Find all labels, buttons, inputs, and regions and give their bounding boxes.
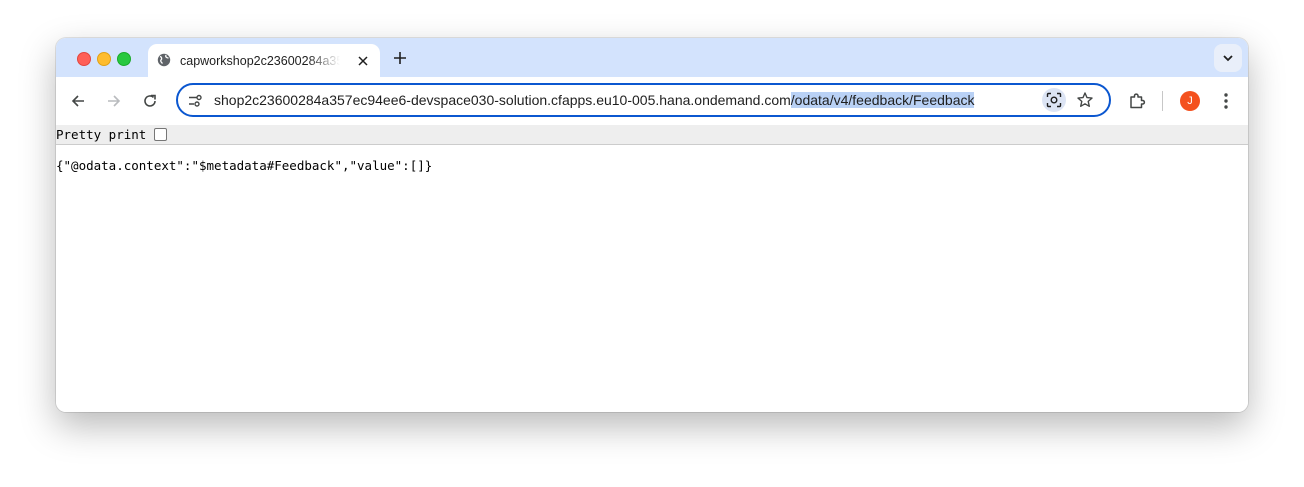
close-icon[interactable]	[357, 55, 369, 67]
page-content: {"@odata.context":"$metadata#Feedback","…	[56, 145, 1248, 412]
bookmark-star-icon[interactable]	[1076, 91, 1094, 109]
new-tab-icon[interactable]	[392, 50, 408, 66]
site-settings-icon[interactable]	[187, 93, 203, 109]
url-text[interactable]: shop2c23600284a357ec94ee6-devspace030-so…	[214, 85, 1036, 115]
json-response-text: {"@odata.context":"$metadata#Feedback","…	[56, 158, 433, 173]
address-bar[interactable]: shop2c23600284a357ec94ee6-devspace030-so…	[176, 83, 1111, 117]
toolbar-divider	[1162, 91, 1163, 111]
pretty-print-label: Pretty print	[56, 127, 147, 142]
pretty-print-bar: Pretty print	[56, 125, 1248, 145]
pretty-print-checkbox[interactable]	[154, 128, 167, 141]
tab-search-button[interactable]	[1214, 44, 1242, 72]
google-lens-button[interactable]	[1042, 88, 1066, 112]
forward-arrow-icon[interactable]	[105, 92, 123, 110]
url-host: shop2c23600284a357ec94ee6-devspace030-so…	[214, 92, 791, 108]
browser-window: capworkshop2c23600284a357ec94ee6-devspac…	[56, 38, 1248, 412]
back-arrow-icon[interactable]	[69, 92, 87, 110]
chevron-down-icon	[1223, 55, 1233, 62]
lens-icon	[1046, 92, 1062, 108]
reload-icon[interactable]	[141, 92, 159, 110]
tab-strip: capworkshop2c23600284a357ec94ee6-devspac…	[56, 38, 1248, 77]
window-maximize-button[interactable]	[117, 52, 131, 66]
more-options-icon[interactable]	[1218, 91, 1234, 111]
url-path-selected: /odata/v4/feedback/Feedback	[790, 92, 975, 108]
profile-avatar[interactable]: J	[1180, 91, 1200, 111]
window-minimize-button[interactable]	[97, 52, 111, 66]
extensions-puzzle-icon[interactable]	[1127, 91, 1147, 111]
tab-title: capworkshop2c23600284a357ec94ee6-devspac…	[180, 54, 340, 68]
browser-tab-active[interactable]: capworkshop2c23600284a357ec94ee6-devspac…	[148, 44, 380, 77]
browser-toolbar: shop2c23600284a357ec94ee6-devspace030-so…	[56, 77, 1248, 125]
window-close-button[interactable]	[77, 52, 91, 66]
globe-icon	[157, 53, 171, 67]
